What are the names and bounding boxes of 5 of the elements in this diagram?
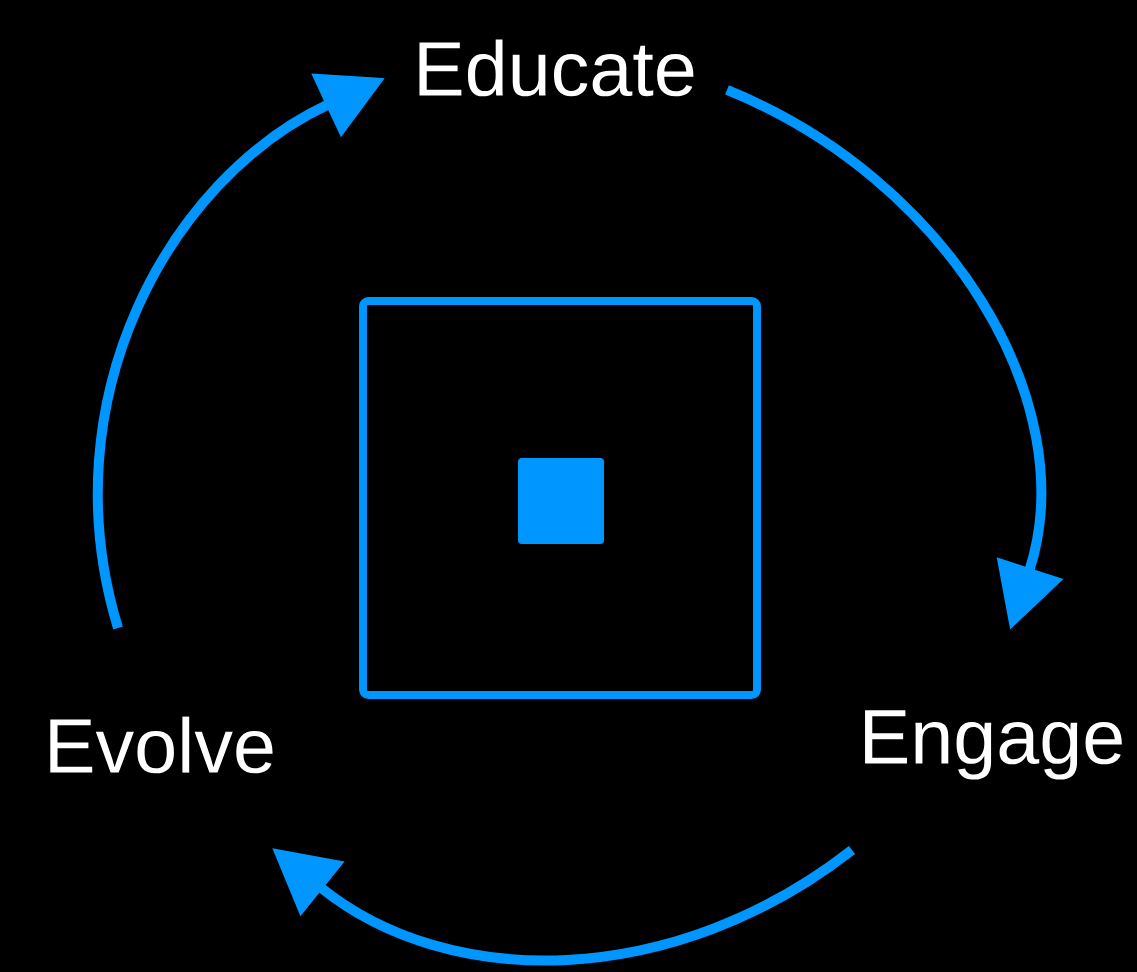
- step-label: Engage: [865, 710, 1122, 780]
- square-outline: [359, 297, 761, 699]
- filled-square: [518, 458, 604, 544]
- step-label: Educate: [419, 39, 694, 97]
- step-label: Evolve: [50, 716, 273, 774]
